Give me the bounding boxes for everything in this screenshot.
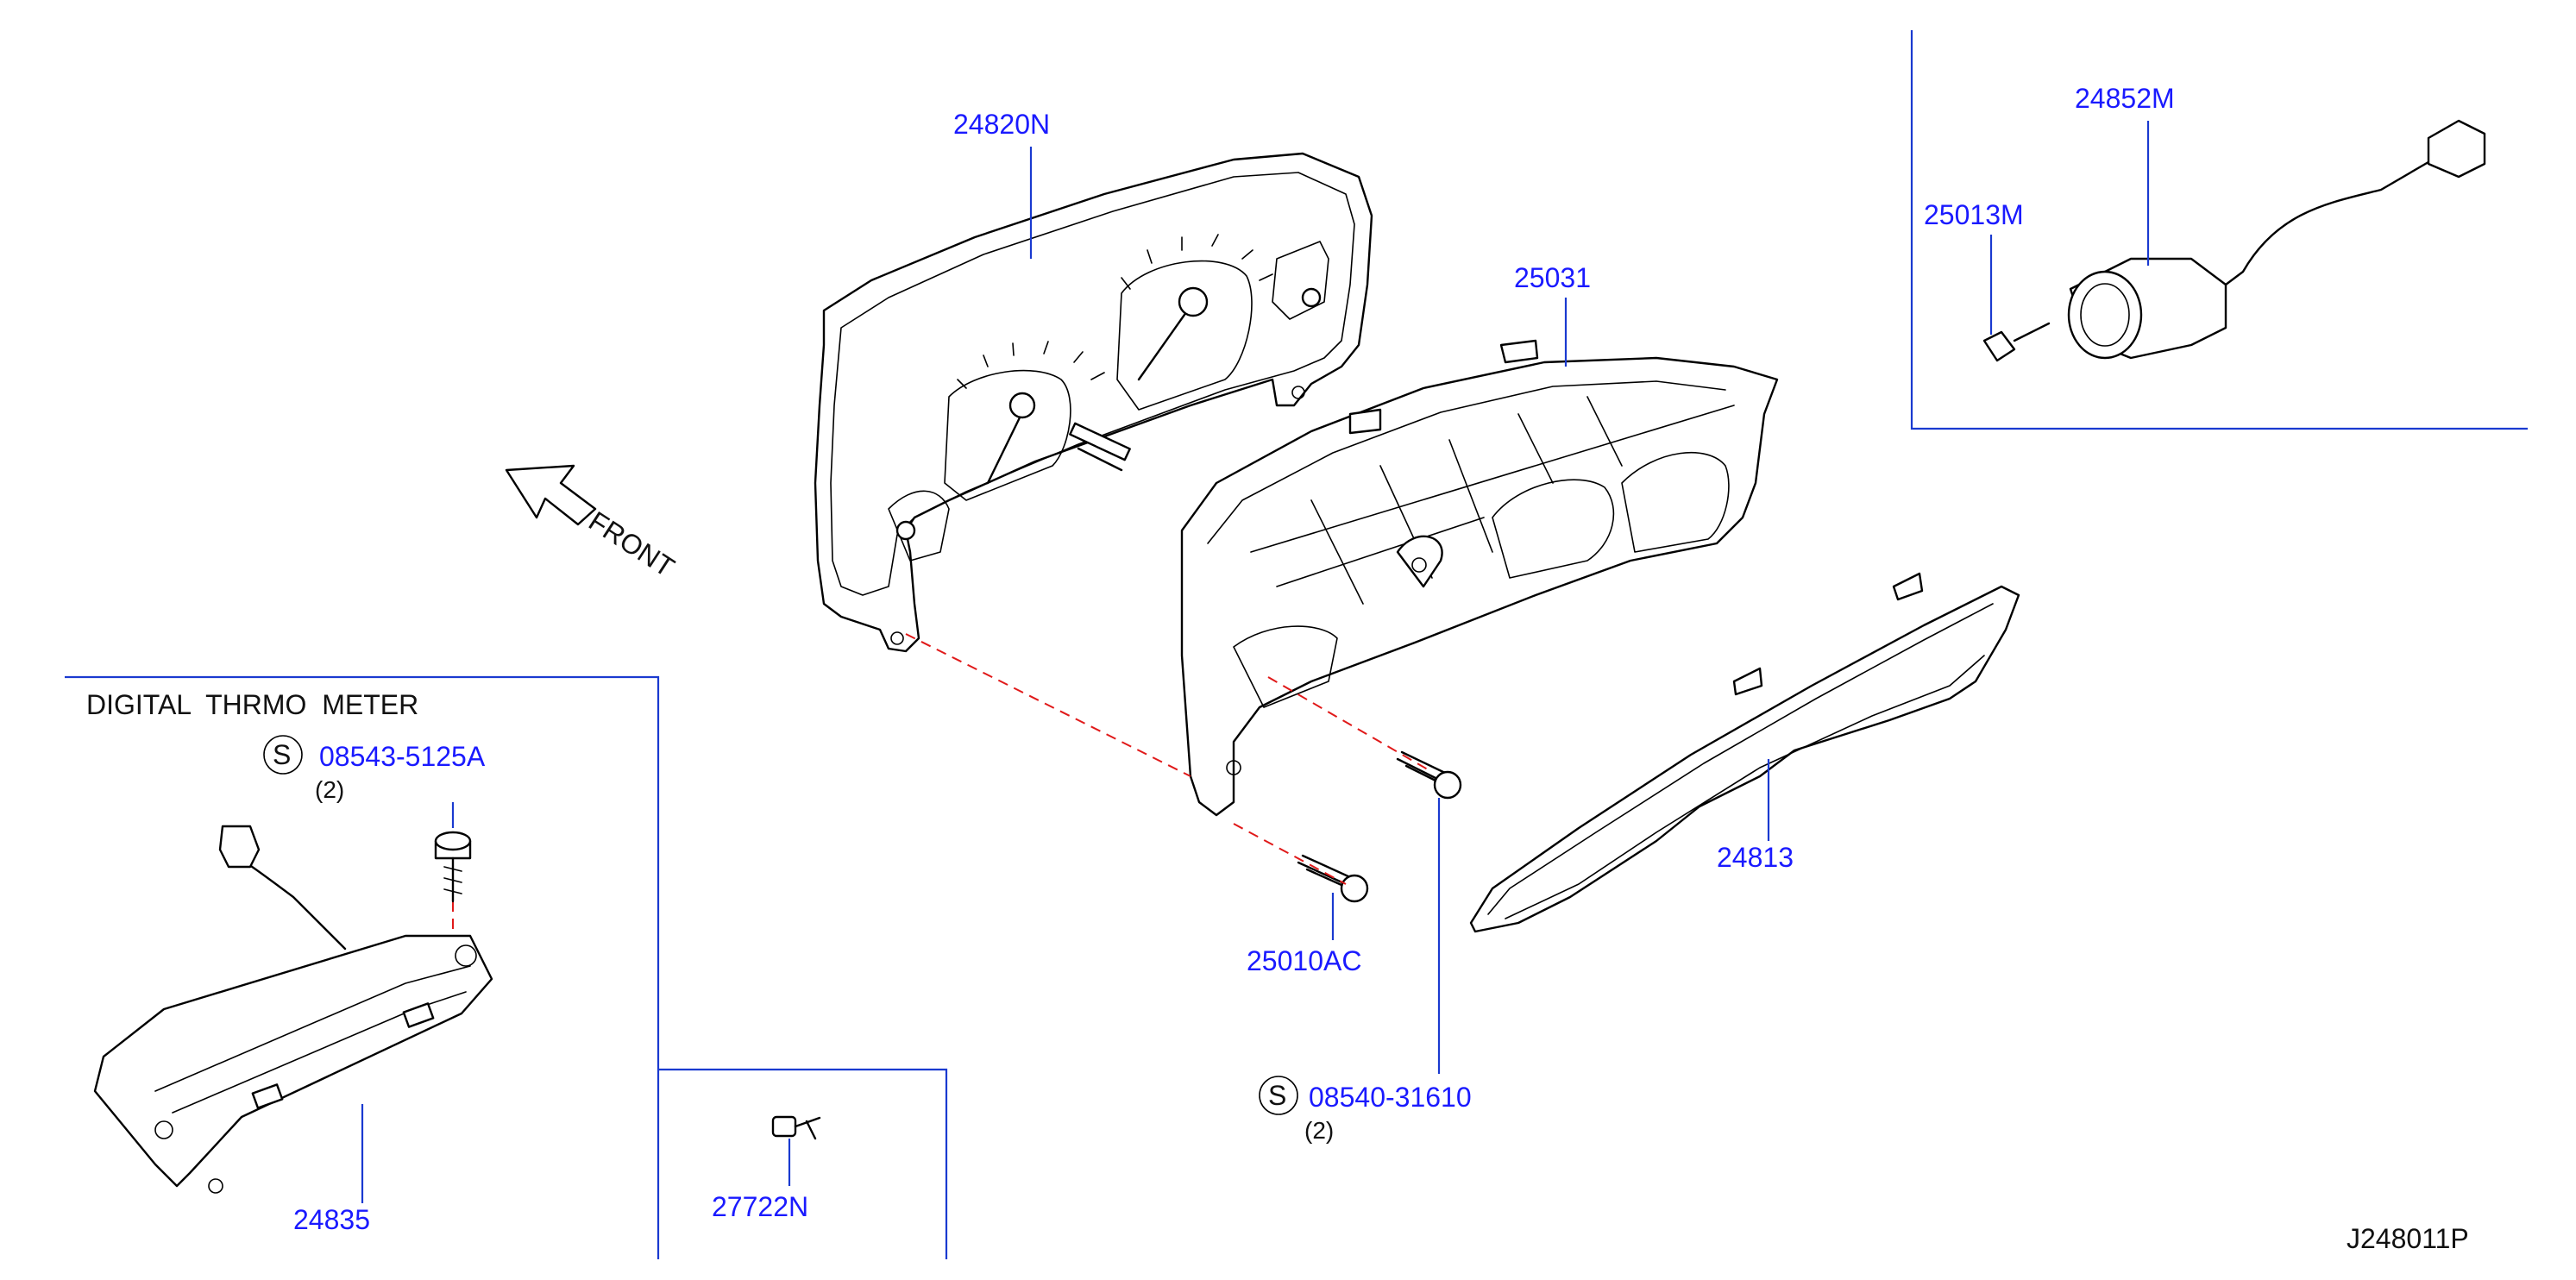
label-25013m: 25013M bbox=[1924, 199, 2024, 230]
ref-code: J248011P bbox=[2347, 1223, 2469, 1254]
screw-symbol: S bbox=[1268, 1080, 1286, 1111]
screw-25010ac-drawing bbox=[1297, 854, 1369, 903]
label-24835: 24835 bbox=[293, 1204, 370, 1235]
label-25010ac: 25010AC bbox=[1247, 945, 1361, 976]
front-label: FRONT bbox=[583, 505, 680, 583]
bulb-25013m-drawing bbox=[1982, 322, 2051, 362]
bulb-27722n-drawing bbox=[771, 1115, 821, 1140]
front-arrow-icon: FRONT bbox=[505, 464, 680, 583]
sensor-24852m-drawing bbox=[2067, 119, 2486, 360]
label-27722n: 27722N bbox=[712, 1191, 808, 1222]
qty-08543-5125a: (2) bbox=[315, 776, 344, 803]
part-labels: 24820N 25031 24813 24852M 25013M 25010AC… bbox=[86, 83, 2469, 1254]
label-08543-5125a: 08543-5125A bbox=[319, 741, 486, 772]
section-title: DIGITAL THRMO METER bbox=[86, 689, 418, 720]
alignment-lines bbox=[452, 633, 1433, 953]
digital-thermo-meter-drawing bbox=[93, 825, 493, 1194]
leader-lines bbox=[361, 121, 2150, 1203]
screw-symbol-2: S bbox=[273, 739, 291, 770]
label-24813: 24813 bbox=[1717, 842, 1794, 873]
screw-08540-31610-drawing bbox=[1396, 750, 1462, 800]
label-24852m: 24852M bbox=[2075, 83, 2175, 114]
qty-08540-31610: (2) bbox=[1304, 1117, 1334, 1144]
meter-housing-drawing bbox=[1180, 339, 1779, 817]
meter-finisher-drawing bbox=[1469, 572, 2020, 933]
screw-symbol-icon-2 bbox=[263, 735, 303, 775]
label-25031: 25031 bbox=[1514, 262, 1591, 293]
combination-meter-drawing bbox=[814, 152, 1373, 653]
label-08540-31610: 08540-31610 bbox=[1309, 1082, 1472, 1113]
screw-08543-5125a-drawing bbox=[434, 831, 472, 903]
label-24820n: 24820N bbox=[953, 109, 1050, 140]
frame-lines bbox=[65, 30, 2528, 1259]
screw-symbol-icon bbox=[1259, 1076, 1298, 1115]
